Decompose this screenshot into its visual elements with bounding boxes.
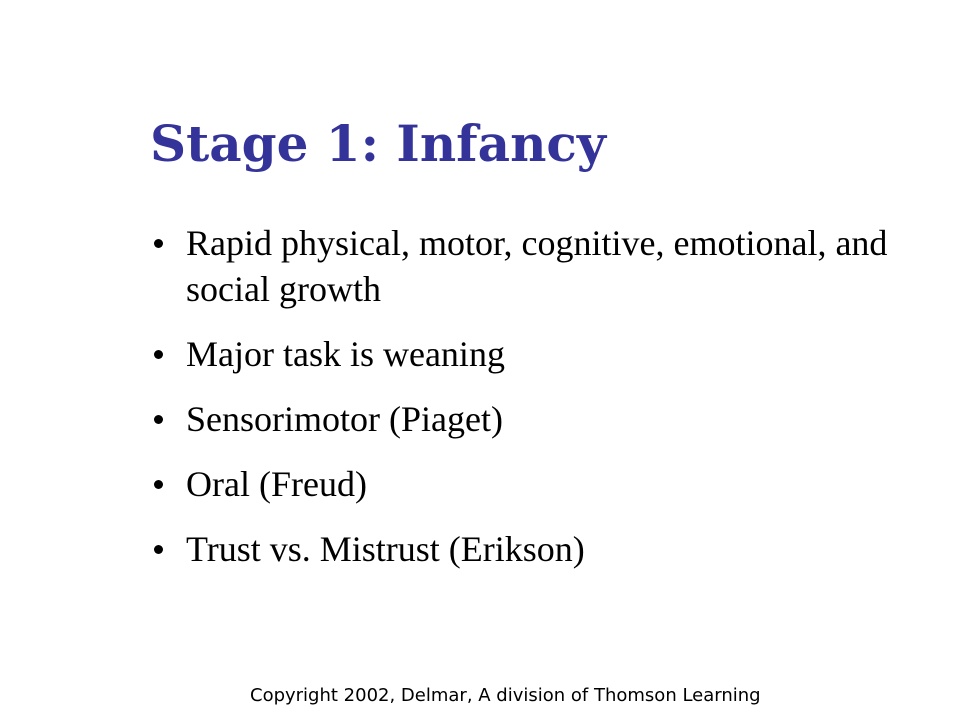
bullet-text: Oral (Freud) xyxy=(186,464,367,504)
bullet-text: Trust vs. Mistrust (Erikson) xyxy=(186,529,585,569)
bullet-item: Oral (Freud) xyxy=(150,461,910,507)
bullet-dot-icon xyxy=(154,350,163,359)
bullet-dot-icon xyxy=(154,415,163,424)
bullet-item: Sensorimotor (Piaget) xyxy=(150,396,910,442)
bullet-item: Trust vs. Mistrust (Erikson) xyxy=(150,526,910,572)
bullet-item: Major task is weaning xyxy=(150,331,910,377)
bullet-text: Sensorimotor (Piaget) xyxy=(186,399,503,439)
slide-title: Stage 1: Infancy xyxy=(150,114,606,173)
copyright-footer: Copyright 2002, Delmar, A division of Th… xyxy=(250,685,761,706)
bullet-list: Rapid physical, motor, cognitive, emotio… xyxy=(150,220,910,591)
bullet-dot-icon xyxy=(154,480,163,489)
bullet-item: Rapid physical, motor, cognitive, emotio… xyxy=(150,220,910,312)
bullet-text: Major task is weaning xyxy=(186,334,505,374)
bullet-dot-icon xyxy=(154,545,163,554)
bullet-text: Rapid physical, motor, cognitive, emotio… xyxy=(186,223,888,309)
bullet-dot-icon xyxy=(154,239,163,248)
